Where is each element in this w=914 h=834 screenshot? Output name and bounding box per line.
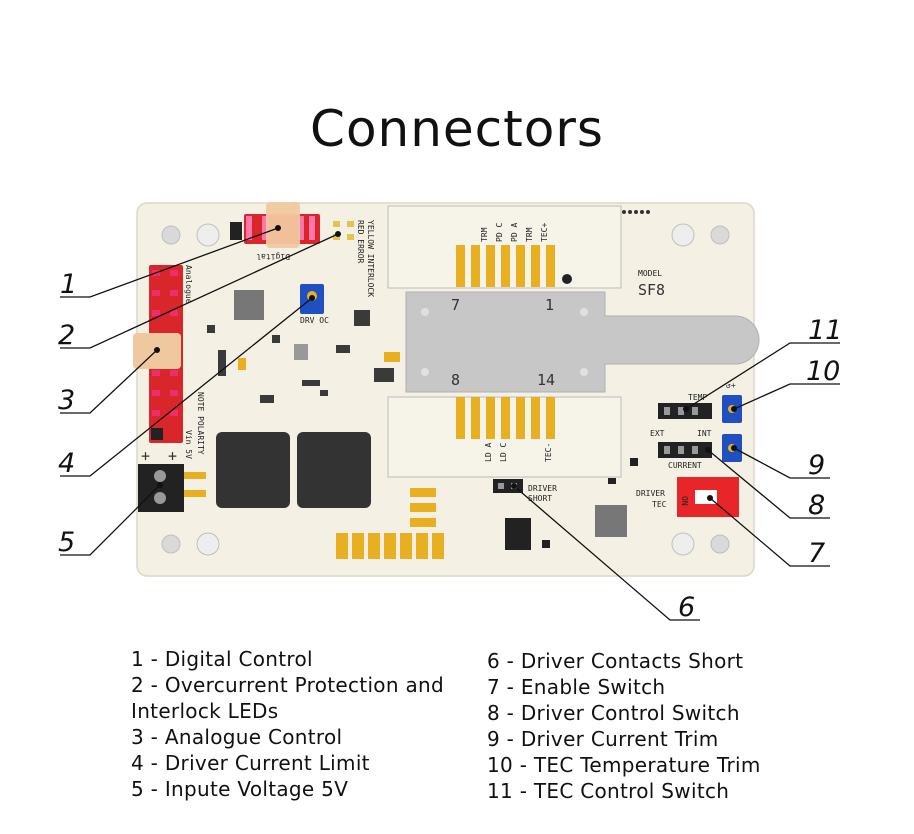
components-left [207,290,400,403]
silk-red-error: RED ERROR [356,220,365,264]
silk-note-polarity: NOTE POLARITY [196,392,205,455]
bottom-pins [456,397,555,439]
silk-on: ON [680,496,689,506]
legend-item-11: 11 - TEC Control Switch [487,779,730,803]
silk-drv-oc: DRV OC [300,316,329,325]
thermal-pad [405,291,760,393]
callout-3: 3 [58,385,75,416]
legend-right: 6 - Driver Contacts Short 7 - Enable Swi… [487,648,787,804]
pad-screws [421,308,588,376]
legend-item-5: 5 - Inpute Voltage 5V [131,777,349,801]
silk-pot-symbol: ↺+ [726,381,736,390]
legend-item-8: 8 - Driver Control Switch [487,701,740,725]
silk-ld-c: LD C [499,443,508,462]
legend-item-1: 1 - Digital Control [131,647,313,671]
silk-driver-tec-2: TEC [652,500,667,509]
legend-item-6: 6 - Driver Contacts Short [487,649,744,673]
callout-11: 11 [808,315,842,346]
legend-item-7: 7 - Enable Switch [487,675,666,699]
inductor-2 [297,432,371,508]
silk-digital: Digital [256,252,290,261]
silk-current: CURRENT [668,461,702,470]
callout-9: 9 [808,450,825,481]
driver-control-switch [658,442,712,458]
silk-plus-1: + [141,447,150,465]
silk-analogue: Analogue [184,265,193,304]
mounting-holes [161,223,730,556]
silk-pin-7: 7 [451,296,460,314]
legend-item-3: 3 - Analogue Control [131,725,343,749]
silk-tec-minus: TEC- [544,443,553,462]
silk-int: INT [697,429,712,438]
silk-ld-a: LD A [484,443,493,462]
dot-row [622,210,650,214]
legend-item-4: 4 - Driver Current Limit [131,751,370,775]
inductor-1 [216,432,290,508]
top-pins [456,245,555,287]
callout-7: 7 [808,538,825,569]
digital-connector [230,202,320,248]
silk-pd-c: PD C [495,223,504,242]
callout-4: 4 [58,448,75,479]
silk-pin-1: 1 [545,296,554,314]
power-connector [138,464,206,512]
silk-yellow-interlock: YELLOW INTERLOCK [366,220,375,297]
legend-item-2: 2 - Overcurrent Protection and [131,673,444,697]
silk-vin: Vin 5V [184,430,193,459]
silk-ext: EXT [650,429,665,438]
status-leds [333,221,354,240]
silk-model-label: MODEL [638,269,662,278]
silk-tec-plus: TEC+ [540,223,549,242]
legend-item-10: 10 - TEC Temperature Trim [487,753,761,777]
model-name: SF8 [638,281,665,299]
silk-driver-short-2: SHORT [528,494,552,503]
silk-trm-2: TRM [525,227,534,242]
callout-6: 6 [678,592,695,623]
silk-pin-8: 8 [451,371,460,389]
silk-pin-14: 14 [537,371,555,389]
silk-plus-2: + [168,447,177,465]
silk-trm-1: TRM [480,227,489,242]
callout-5: 5 [58,527,75,558]
silk-temp: TEMP [688,393,707,402]
legend-left: 1 - Digital Control 2 - Overcurrent Prot… [131,646,471,802]
page-title: Connectors [310,100,604,158]
callout-dots [154,225,737,501]
legend-item-2-cont: Interlock LEDs [131,699,279,723]
legend-item-9: 9 - Driver Current Trim [487,727,719,751]
silk-driver-short-1: DRIVER [528,484,557,493]
callout-2: 2 [58,320,75,351]
callout-10: 10 [806,356,840,387]
silk-pd-a: PD A [510,223,519,242]
silk-driver-tec-1: DRIVER [636,489,665,498]
callout-1: 1 [60,269,77,300]
components-bottom [336,458,638,559]
callout-lines [60,227,840,621]
driver-short-jumper [493,479,523,493]
callout-8: 8 [808,490,825,521]
